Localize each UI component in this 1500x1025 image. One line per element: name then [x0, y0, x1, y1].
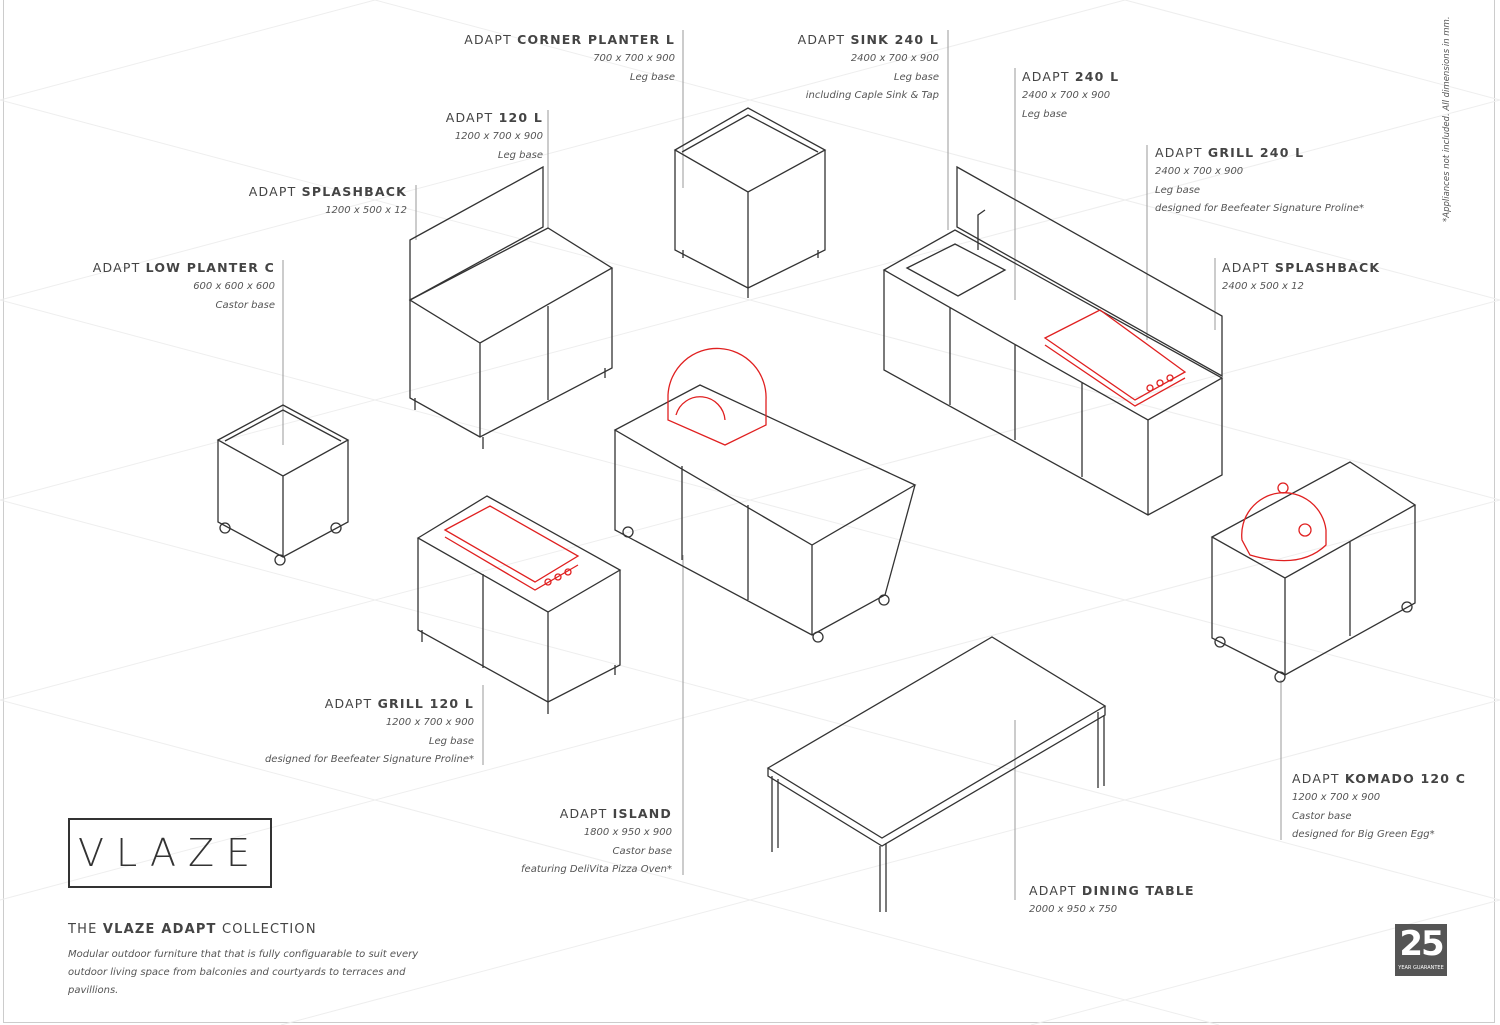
island-drawing — [613, 384, 917, 643]
grill-cabinet-120-drawing — [416, 495, 622, 714]
dining-table-drawing — [766, 636, 1107, 912]
grill-240-drawing — [1043, 309, 1187, 407]
vlaze-logo: VLAZE — [68, 818, 272, 888]
dimensions-note: *Appliances not included. All dimensions… — [1442, 16, 1452, 222]
pizza-oven-drawing — [667, 347, 767, 446]
big-green-egg-drawing — [1241, 482, 1327, 562]
guarantee-years: 25 — [1399, 924, 1444, 964]
sink-cabinet-drawing — [882, 165, 1224, 516]
low-planter-drawing — [216, 404, 350, 566]
corner-planter-drawing — [673, 107, 827, 298]
grill-120-drawing — [443, 505, 580, 591]
komado-cabinet-drawing — [1210, 461, 1417, 683]
guarantee-text: YEAR GUARANTEE — [1398, 965, 1444, 971]
collection-description: Modular outdoor furniture that that is f… — [68, 949, 419, 996]
collection-title: THE VLAZE ADAPT COLLECTION — [68, 922, 317, 937]
cabinet-120-drawing — [408, 165, 614, 449]
leader-lines — [282, 30, 1282, 900]
page-frame — [3, 0, 1495, 1023]
